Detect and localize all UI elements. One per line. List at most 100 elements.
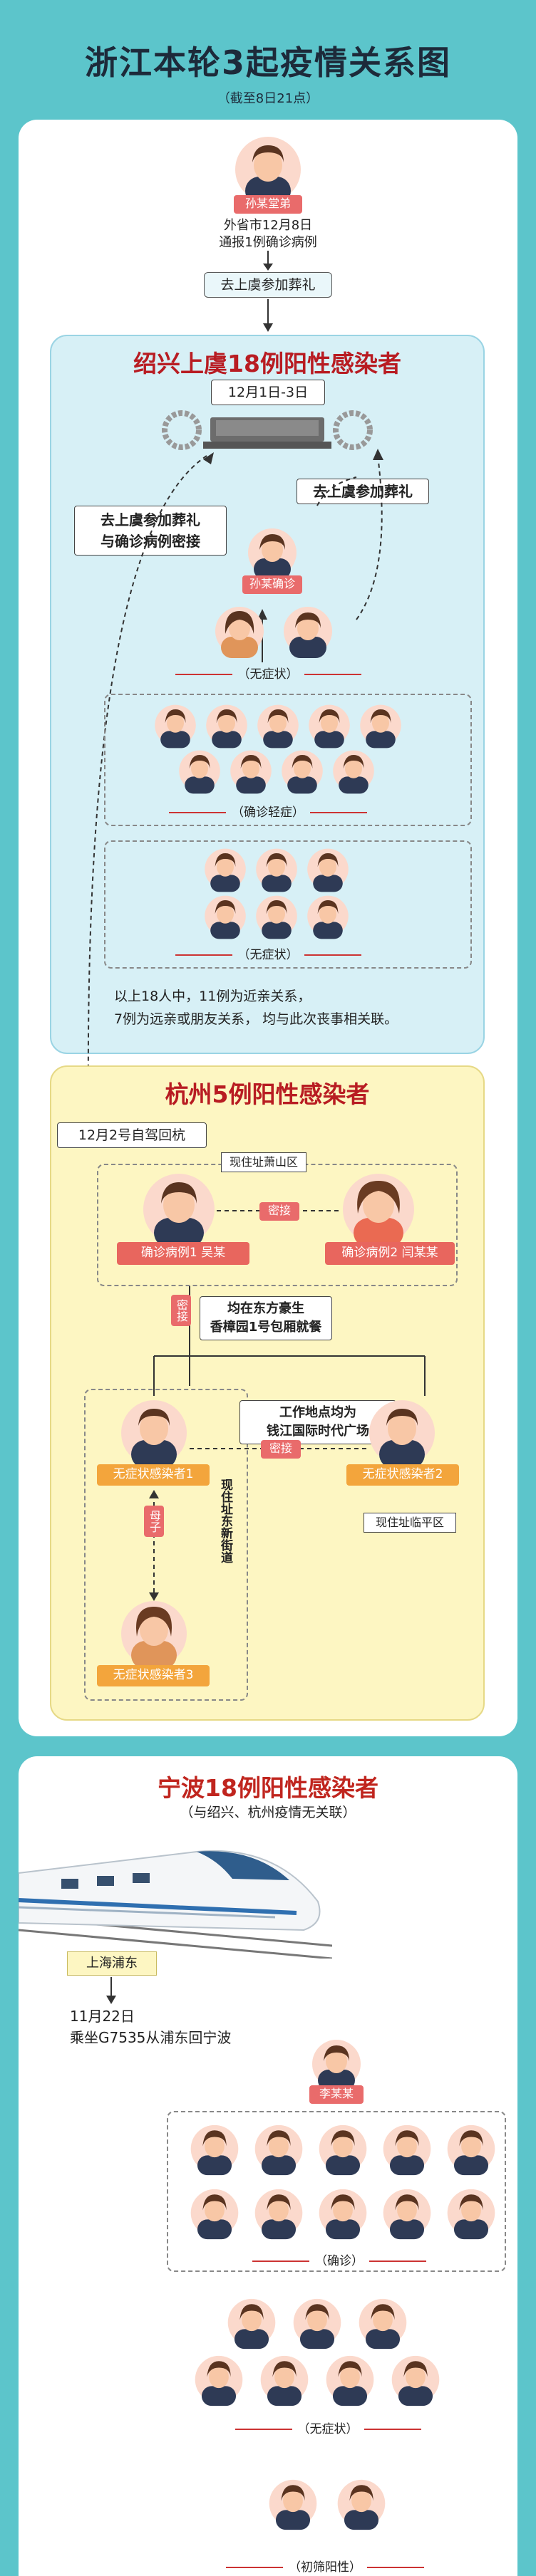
work-line2: 钱江国际时代广场 (267, 1424, 369, 1439)
arrow-down-icon (106, 1977, 116, 2004)
person-avatar-icon (205, 895, 246, 939)
case2-badge: 确诊病例2 闫某某 (325, 1242, 455, 1265)
group3-caption: （无症状） (161, 944, 375, 962)
person-avatar-icon (360, 704, 401, 749)
person-avatar-icon (256, 848, 297, 892)
group3-box (104, 840, 472, 969)
ningbo-group2-label: （无症状） (297, 2422, 359, 2436)
person-avatar-icon (293, 2298, 341, 2350)
person-avatar-icon (256, 895, 297, 939)
person-avatar-icon (179, 750, 220, 794)
person-avatar-icon (257, 704, 299, 749)
page-title: 浙江本轮3起疫情关系图 (84, 43, 451, 82)
person-avatar-icon (337, 2479, 386, 2530)
person-avatar-icon (235, 137, 301, 204)
funeral-icon (162, 410, 373, 450)
ningbo-subtitle: （与绍兴、杭州疫情无关联） (180, 1805, 356, 1820)
center-person-badge: 孙某确诊 (242, 575, 302, 594)
work-box: 工作地点均为钱江国际时代广场 (239, 1400, 396, 1444)
person-avatar-icon (282, 750, 323, 794)
origin-desc-1: 外省市12月8日 (223, 218, 313, 233)
person-avatar-icon (447, 2189, 495, 2240)
group2-caption: （确诊轻症） (161, 802, 375, 820)
person-avatar-icon (248, 528, 297, 580)
hangzhou-panel (50, 1065, 485, 1721)
group3-label: （无症状） (237, 948, 299, 962)
person-avatar-icon (359, 2298, 407, 2350)
arrow-down-icon (263, 251, 273, 271)
person-avatar-icon (391, 2355, 440, 2406)
shaoxing-note-right: 去上虞参加葬礼 (297, 479, 429, 504)
case1-badge: 确诊病例1 吴某 (117, 1242, 249, 1265)
shaoxing-summary-2: 7例为远亲或朋友关系， 均与此次丧事相关联。 (114, 1011, 398, 1027)
arrow-down-icon (263, 299, 273, 332)
dine-line2: 香樟园1号包厢就餐 (210, 1320, 322, 1335)
person-avatar-icon (121, 1400, 187, 1467)
area-right-label: 现住址临平区 (364, 1513, 456, 1533)
person-avatar-icon (307, 848, 349, 892)
person-avatar-icon (155, 704, 196, 749)
contact-v-badge: 密接 (171, 1295, 191, 1326)
person-avatar-icon (260, 2355, 309, 2406)
shaoxing-note-left: 去上虞参加葬礼 与确诊病例密接 (74, 506, 227, 556)
asym1-badge: 无症状感染者1 (97, 1464, 210, 1486)
person-avatar-icon (254, 2124, 303, 2176)
person-avatar-icon (121, 1601, 187, 1668)
person-avatar-icon (215, 607, 264, 658)
person-avatar-icon (383, 2189, 431, 2240)
train-icon (19, 1850, 332, 1959)
person-avatar-icon (369, 1400, 435, 1467)
ningbo-group1-box (167, 2111, 506, 2272)
origin-name-badge: 孙某堂弟 (234, 195, 302, 214)
ningbo-person-badge: 李某某 (309, 2085, 364, 2104)
person-avatar-icon (312, 2040, 361, 2091)
dine-line1: 均在东方豪生 (227, 1301, 304, 1316)
person-avatar-icon (205, 848, 246, 892)
origin-desc-2: 通报1例确诊病例 (219, 235, 317, 250)
ningbo-date: 11月22日 (70, 2008, 135, 2025)
area-left-vertical: 现住址东新街道 (218, 1479, 232, 1563)
person-avatar-icon (195, 2355, 243, 2406)
person-avatar-icon (254, 2189, 303, 2240)
person-avatar-icon (269, 2479, 317, 2530)
shaoxing-title: 绍兴上虞18例阳性感染者 (133, 350, 401, 377)
person-avatar-icon (319, 2189, 367, 2240)
person-avatar-icon (206, 704, 247, 749)
person-avatar-icon (319, 2124, 367, 2176)
dine-box: 均在东方豪生香樟园1号包厢就餐 (200, 1296, 332, 1340)
hangzhou-title: 杭州5例阳性感染者 (165, 1080, 370, 1108)
shaoxing-summary-1: 以上18人中，11例为近亲关系， (114, 989, 311, 1004)
group2-label: （确诊轻症） (232, 805, 304, 820)
contact-h-badge: 密接 (259, 1202, 299, 1221)
group2-box (104, 694, 472, 826)
person-avatar-icon (230, 750, 272, 794)
hangzhou-drive-label: 12月2号自驾回杭 (57, 1122, 207, 1148)
person-avatar-icon (307, 895, 349, 939)
ningbo-group3-caption: （初筛阳性） (211, 2557, 439, 2575)
page-subtitle: （截至8日21点） (217, 91, 319, 106)
ningbo-group2-caption: （无症状） (221, 2419, 435, 2436)
group1-label: （无症状） (237, 667, 299, 682)
person-avatar-icon (190, 2189, 239, 2240)
contact-h2-badge: 密接 (261, 1440, 301, 1459)
person-avatar-icon (227, 2298, 276, 2350)
mother-child-badge: 母子 (144, 1506, 164, 1537)
person-avatar-icon (343, 1174, 414, 1246)
origin-arrow-label: 去上虞参加葬礼 (204, 272, 332, 298)
person-avatar-icon (326, 2355, 374, 2406)
ningbo-group1-label: （确诊） (315, 2254, 364, 2268)
ningbo-train: 乘坐G7535从浦东回宁波 (70, 2029, 232, 2046)
person-avatar-icon (284, 607, 332, 658)
shaoxing-date: 12月1日-3日 (211, 380, 325, 405)
station-label: 上海浦东 (67, 1951, 157, 1976)
person-avatar-icon (190, 2124, 239, 2176)
person-avatar-icon (143, 1174, 215, 1246)
person-avatar-icon (447, 2124, 495, 2176)
ningbo-group1-caption: （确诊） (232, 2251, 446, 2268)
dongxin-box (84, 1389, 248, 1701)
ningbo-group3-label: （初筛阳性） (289, 2560, 361, 2575)
ningbo-title: 宁波18例阳性感染者 (158, 1774, 378, 1802)
work-line1: 工作地点均为 (279, 1405, 356, 1420)
person-avatar-icon (333, 750, 374, 794)
